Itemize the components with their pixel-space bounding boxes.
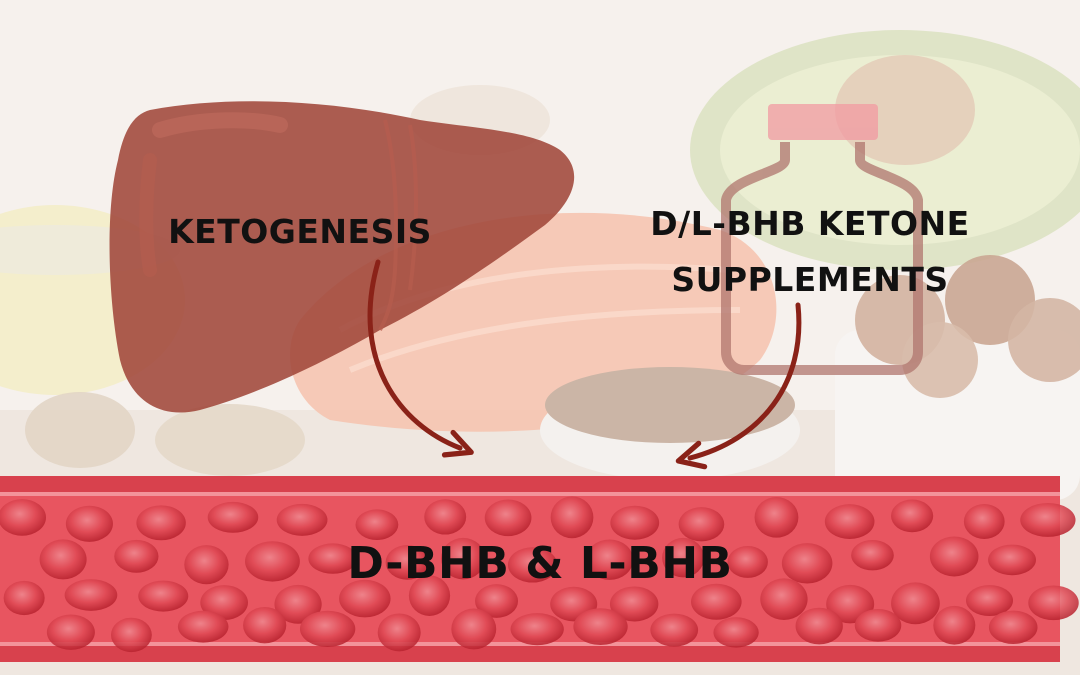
blood-cell <box>114 539 159 573</box>
blood-cell <box>891 499 934 533</box>
blood-cell <box>3 580 45 616</box>
blood-cell <box>245 541 300 582</box>
blood-cell <box>550 496 594 539</box>
blood-cell <box>965 585 1014 617</box>
blood-cell <box>276 503 328 536</box>
blood-cells <box>0 496 1079 653</box>
blood-cell <box>713 617 759 648</box>
blood-cell <box>678 507 725 542</box>
arrow-supplements-to-blood <box>675 302 802 470</box>
blood-cell <box>110 617 152 653</box>
blood-cell <box>184 545 229 585</box>
blood-cell <box>274 584 322 624</box>
blood-cell <box>988 544 1036 576</box>
blood-cell <box>475 584 519 618</box>
blood-cell <box>929 536 979 577</box>
supplements-label-line1: D/L-BHB KETONE <box>650 204 970 243</box>
blood-cell <box>451 608 497 650</box>
blood-cell <box>200 585 248 621</box>
blood-cell <box>65 505 113 542</box>
blood-cell <box>754 497 799 538</box>
blood-cell <box>691 583 742 620</box>
blood-cell <box>177 610 229 643</box>
blood-cell <box>308 543 358 574</box>
blood-cell <box>854 608 902 642</box>
blood-cell <box>610 505 660 540</box>
supplement-jar-illustration <box>721 104 923 375</box>
blood-cell <box>46 614 95 650</box>
blood-cell <box>851 539 894 571</box>
blood-cell <box>727 546 768 578</box>
blood-cell <box>795 607 843 645</box>
blood-cell <box>440 537 486 580</box>
liver-illustration <box>109 101 575 413</box>
blood-cell <box>781 543 833 584</box>
blood-cell <box>573 608 628 646</box>
supplements-label: D/L-BHB KETONE SUPPLEMENTS <box>625 196 995 308</box>
arrow-ketogenesis-to-blood <box>367 259 474 458</box>
blood-cell <box>339 579 391 618</box>
blood-bhb-label: D-BHB & L-BHB <box>347 538 733 589</box>
supplements-label-line2: SUPPLEMENTS <box>671 260 949 299</box>
blood-cell <box>760 578 808 620</box>
blood-cell <box>207 501 259 533</box>
blood-cell <box>484 499 532 537</box>
blood-cell <box>138 580 189 612</box>
blood-cell <box>662 537 705 578</box>
blood-cell <box>355 509 399 540</box>
blood-cell <box>609 586 659 622</box>
blood-cell <box>64 579 118 611</box>
blood-cell <box>0 499 46 536</box>
blood-cell <box>650 613 699 647</box>
blood-cell <box>1028 585 1079 621</box>
blood-cell <box>585 539 634 580</box>
blood-cell <box>507 547 558 583</box>
blood-cell <box>963 503 1005 539</box>
blood-cell <box>136 505 186 541</box>
blood-vessel <box>0 476 1079 662</box>
blood-cell <box>933 605 976 645</box>
blood-cell <box>299 610 356 647</box>
ketogenesis-label: KETOGENESIS <box>168 212 432 251</box>
blood-cell <box>243 607 287 644</box>
blood-cell <box>377 613 421 652</box>
blood-cell <box>424 499 467 535</box>
blood-cell <box>988 610 1038 644</box>
blood-cell <box>891 582 940 625</box>
blood-cell <box>510 613 564 646</box>
blood-cell <box>408 575 451 616</box>
blood-cell <box>1020 503 1076 537</box>
blood-cell <box>824 504 875 539</box>
blood-cell <box>39 539 87 580</box>
blood-cell <box>385 545 430 580</box>
